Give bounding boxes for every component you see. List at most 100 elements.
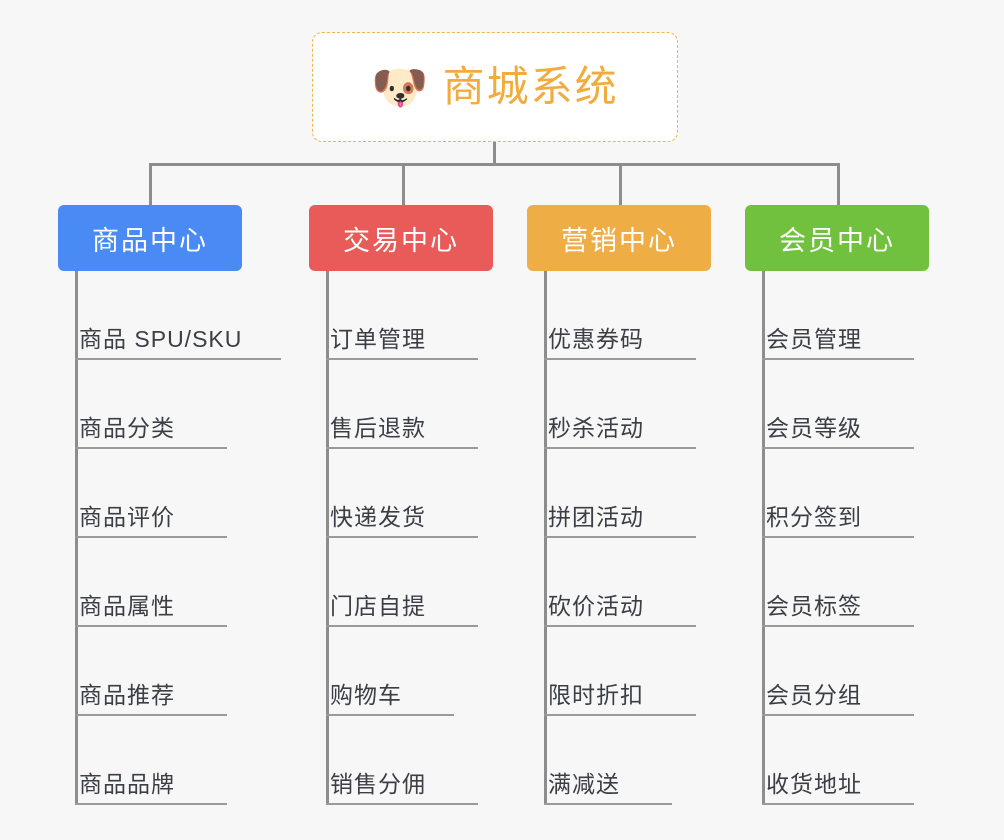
branch-column-4: 会员中心 会员管理 会员等级 积分签到 会员标签 会员分组 (745, 205, 929, 805)
leaf-label: 秒杀活动 (548, 415, 644, 441)
leaf-underline (762, 447, 914, 449)
leaf-item[interactable]: 拼团活动 (544, 449, 696, 538)
leaf-label: 满减送 (548, 771, 620, 797)
leaf-label: 会员标签 (766, 593, 862, 619)
leaf-label: 售后退款 (330, 415, 426, 441)
leaf-underline (762, 358, 914, 360)
leaf-item[interactable]: 会员标签 (762, 538, 914, 627)
leaf-item[interactable]: 商品分类 (75, 360, 246, 449)
leaf-item[interactable]: 商品品牌 (75, 716, 246, 805)
leaf-item[interactable]: 售后退款 (326, 360, 478, 449)
category-header-4[interactable]: 会员中心 (745, 205, 929, 271)
category-header-4-label: 会员中心 (779, 225, 895, 256)
leaf-underline (75, 803, 227, 805)
leaf-item[interactable]: 砍价活动 (544, 538, 696, 627)
leaf-label: 商品评价 (79, 504, 175, 530)
leaf-item[interactable]: 订单管理 (326, 271, 478, 360)
leaf-underline (544, 358, 696, 360)
branch-spine-3 (544, 271, 547, 805)
leaf-label: 订单管理 (330, 326, 426, 352)
leaf-label: 拼团活动 (548, 504, 644, 530)
leaf-label: 商品品牌 (79, 771, 175, 797)
connector-drop-4 (837, 163, 840, 207)
leaf-label: 会员等级 (766, 415, 862, 441)
leaf-item[interactable]: 商品评价 (75, 449, 246, 538)
leaf-underline (762, 536, 914, 538)
leaf-item[interactable]: 商品属性 (75, 538, 246, 627)
connector-drop-2 (402, 163, 405, 207)
leaf-underline (544, 536, 696, 538)
leaf-item[interactable]: 限时折扣 (544, 627, 696, 716)
leaf-underline (762, 625, 914, 627)
leaf-underline (762, 803, 914, 805)
leaf-underline (326, 803, 478, 805)
branch-column-1: 商品中心 商品 SPU/SKU 商品分类 商品评价 商品属性 商品推荐 (58, 205, 281, 805)
leaf-underline (544, 625, 696, 627)
leaf-underline (326, 714, 454, 716)
leaf-underline (544, 714, 696, 716)
leaf-item[interactable]: 门店自提 (326, 538, 478, 627)
leaf-label: 商品推荐 (79, 682, 175, 708)
leaf-label: 销售分佣 (330, 771, 426, 797)
leaf-item[interactable]: 秒杀活动 (544, 360, 696, 449)
leaf-label: 会员分组 (766, 682, 862, 708)
leaf-underline (75, 358, 281, 360)
connector-drop-1 (149, 163, 152, 207)
leaf-list-1: 商品 SPU/SKU 商品分类 商品评价 商品属性 商品推荐 商品品牌 (75, 271, 281, 805)
category-header-3-label: 营销中心 (561, 225, 677, 256)
connector-trunk (493, 142, 496, 165)
leaf-item[interactable]: 购物车 (326, 627, 454, 716)
shiba-dog-face-icon: 🐶 (371, 61, 429, 113)
category-header-2-label: 交易中心 (343, 225, 459, 256)
leaf-underline (544, 447, 696, 449)
connector-bus (149, 163, 840, 166)
leaf-underline (326, 625, 478, 627)
leaf-label: 商品分类 (79, 415, 175, 441)
leaf-item[interactable]: 商品推荐 (75, 627, 246, 716)
leaf-underline (762, 714, 914, 716)
leaf-item[interactable]: 积分签到 (762, 449, 914, 538)
root-node-label: 商城系统 (442, 63, 619, 110)
leaf-list-2: 订单管理 售后退款 快递发货 门店自提 购物车 销售分佣 (326, 271, 478, 805)
category-header-2[interactable]: 交易中心 (309, 205, 493, 271)
leaf-underline (544, 803, 672, 805)
leaf-underline (326, 447, 478, 449)
leaf-item[interactable]: 快递发货 (326, 449, 478, 538)
leaf-list-4: 会员管理 会员等级 积分签到 会员标签 会员分组 收货地址 (762, 271, 914, 805)
leaf-label: 砍价活动 (548, 593, 644, 619)
leaf-label: 商品属性 (79, 593, 175, 619)
leaf-underline (75, 625, 227, 627)
root-node[interactable]: 🐶 商城系统 (312, 32, 678, 142)
leaf-underline (75, 536, 227, 538)
leaf-item[interactable]: 会员管理 (762, 271, 914, 360)
leaf-label: 会员管理 (766, 326, 862, 352)
leaf-underline (326, 536, 478, 538)
branch-column-3: 营销中心 优惠券码 秒杀活动 拼团活动 砍价活动 限时折扣 (527, 205, 711, 805)
leaf-underline (75, 447, 227, 449)
leaf-label: 收货地址 (766, 771, 862, 797)
leaf-item[interactable]: 销售分佣 (326, 716, 478, 805)
leaf-underline (326, 358, 478, 360)
category-header-1[interactable]: 商品中心 (58, 205, 242, 271)
leaf-label: 门店自提 (330, 593, 426, 619)
leaf-item[interactable]: 收货地址 (762, 716, 914, 805)
leaf-label: 快递发货 (330, 504, 426, 530)
connector-drop-3 (619, 163, 622, 207)
leaf-item[interactable]: 优惠券码 (544, 271, 696, 360)
branch-spine-2 (326, 271, 329, 805)
branch-spine-4 (762, 271, 765, 805)
branch-column-2: 交易中心 订单管理 售后退款 快递发货 门店自提 购物车 (309, 205, 493, 805)
leaf-label: 优惠券码 (548, 326, 644, 352)
leaf-item[interactable]: 商品 SPU/SKU (75, 271, 281, 360)
category-header-3[interactable]: 营销中心 (527, 205, 711, 271)
leaf-underline (75, 714, 227, 716)
leaf-label: 商品 SPU/SKU (79, 326, 243, 352)
branch-spine-1 (75, 271, 78, 805)
leaf-label: 购物车 (330, 682, 402, 708)
leaf-item[interactable]: 会员等级 (762, 360, 914, 449)
category-header-1-label: 商品中心 (92, 225, 208, 256)
leaf-item[interactable]: 会员分组 (762, 627, 914, 716)
leaf-item[interactable]: 满减送 (544, 716, 672, 805)
leaf-list-3: 优惠券码 秒杀活动 拼团活动 砍价活动 限时折扣 满减送 (544, 271, 696, 805)
